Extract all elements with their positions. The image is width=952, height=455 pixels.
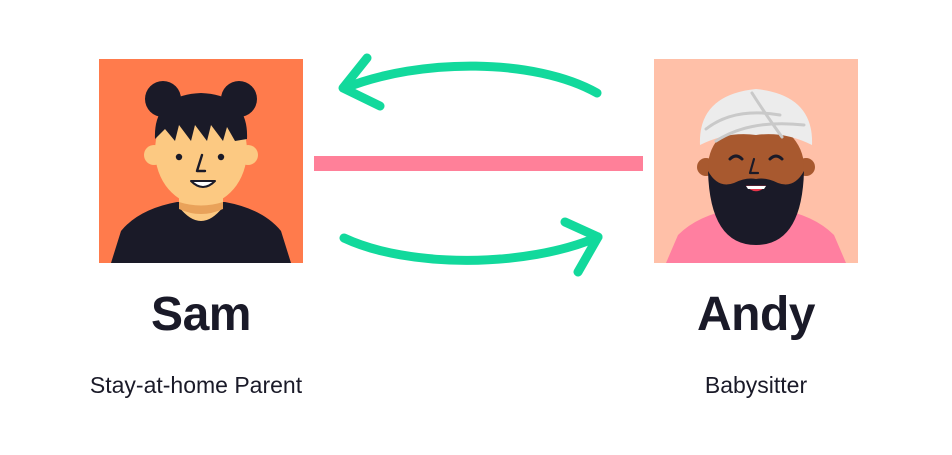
arrow-right-icon [339,217,603,277]
bearded-man-with-turban-avatar-icon [654,59,858,263]
connector-line [314,156,643,171]
person-name-andy: Andy [697,288,816,341]
person-name-sam: Sam [151,288,251,341]
arrow-left-icon [338,53,602,111]
woman-with-hair-buns-avatar-icon [99,59,303,263]
person-role-sam: Stay-at-home Parent [89,372,303,398]
person-role-andy: Babysitter [704,372,808,398]
avatar-sam [99,59,303,263]
avatar-andy [654,59,858,263]
